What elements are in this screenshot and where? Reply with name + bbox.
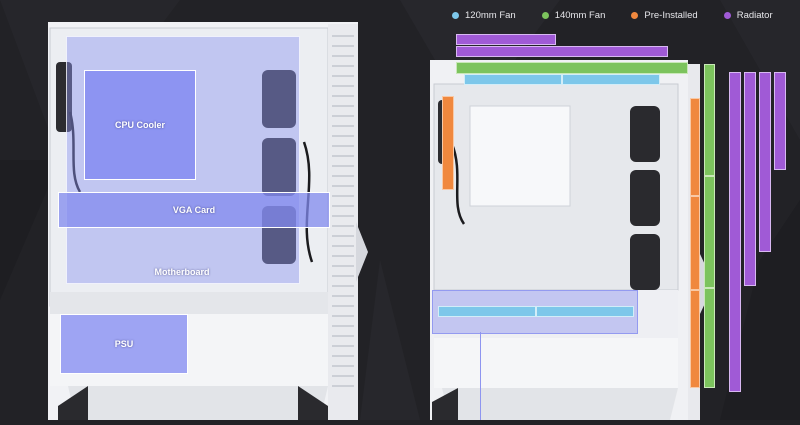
front-radiator-bar-360 (729, 72, 741, 392)
case-drawing-open (430, 60, 714, 420)
circle-dot-icon (631, 12, 639, 19)
top-120mm-fan-bar-2 (562, 74, 660, 85)
front-140mm-fan-bar-3 (704, 288, 715, 388)
bottom-120mm-fan-bar-2 (536, 306, 634, 317)
case-side-view-right (424, 54, 724, 420)
legend: 120mm Fan 140mm Fan Pre-Installed Radiat… (452, 10, 773, 21)
legend-label: 120mm Fan (465, 10, 516, 21)
legend-label: Radiator (736, 10, 773, 21)
legend-item-pre-installed: Pre-Installed (631, 10, 698, 21)
front-radiator-bar-240 (759, 72, 771, 252)
legend-item-radiator: Radiator (723, 10, 773, 21)
front-pre-installed-fan-bar-1 (690, 98, 700, 196)
front-radiator-bar-280 (744, 72, 756, 286)
front-radiator-bar-120 (774, 72, 786, 170)
motherboard-label-wrap: Motherboard (66, 264, 298, 280)
case-side-view-left: CPU Cooler VGA Card Motherboard PSU (28, 22, 370, 420)
top-140mm-fan-bar (456, 62, 688, 74)
circle-dot-icon (723, 12, 731, 19)
vga-card-label: VGA Card (172, 205, 216, 215)
front-pre-installed-fan-bar-2 (690, 196, 700, 290)
top-radiator-bar-lower (456, 46, 668, 57)
circle-dot-icon (541, 12, 549, 19)
cpu-cooler-zone: CPU Cooler (84, 70, 196, 180)
front-140mm-fan-bar-1 (704, 64, 715, 176)
legend-label: 140mm Fan (554, 10, 606, 21)
top-radiator-bar-upper (456, 34, 556, 45)
top-120mm-fan-bar-1 (464, 74, 562, 85)
bottom-120mm-fan-bar-1 (438, 306, 536, 317)
rear-pre-installed-fan-bar (442, 96, 454, 190)
motherboard-label: Motherboard (154, 267, 210, 277)
legend-item-140mm-fan: 140mm Fan (541, 10, 606, 21)
circle-dot-icon (452, 12, 459, 19)
legend-label: Pre-Installed (644, 10, 698, 21)
psu-label: PSU (114, 339, 134, 349)
legend-item-120mm-fan: 120mm Fan (452, 10, 516, 21)
psu-zone: PSU (60, 314, 188, 374)
cpu-cooler-label: CPU Cooler (114, 120, 165, 130)
bottom-zone-pointer-line (480, 332, 481, 420)
front-pre-installed-fan-bar-3 (690, 290, 700, 388)
vga-card-zone: VGA Card (58, 192, 330, 228)
front-140mm-fan-bar-2 (704, 176, 715, 288)
